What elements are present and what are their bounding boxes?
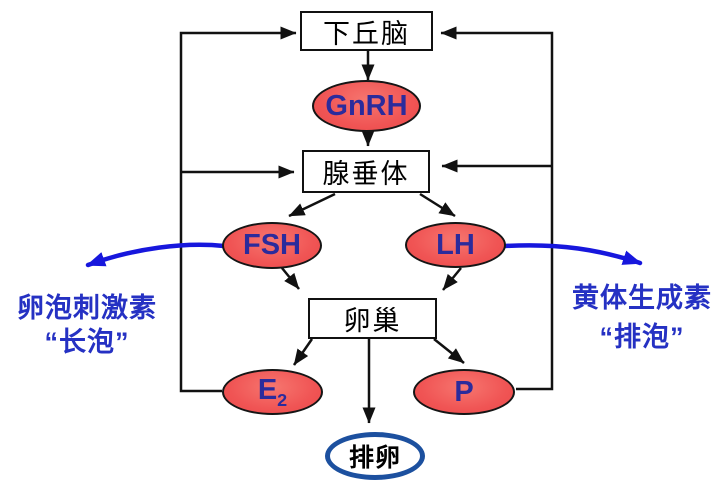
node-progesterone: P	[413, 369, 515, 415]
node-gnrh-label: GnRH	[325, 89, 408, 122]
node-ovulation: 排卵	[325, 432, 425, 480]
arrow-fsh-to-ovary	[281, 267, 300, 290]
blue-arrow-lh-function	[502, 243, 643, 266]
node-ovary: 卵巢	[308, 298, 437, 339]
node-lh-label: LH	[436, 228, 475, 261]
node-lh: LH	[405, 222, 506, 268]
node-fsh-label: FSH	[243, 229, 301, 261]
node-ovary-label: 卵巢	[343, 306, 402, 336]
node-pituitary: 腺垂体	[302, 150, 430, 193]
annotation-lh-effect: “排泡”	[599, 322, 685, 352]
node-fsh: FSH	[222, 222, 322, 269]
annotation-lh-name: 黄体生成素	[572, 283, 712, 313]
annotation-fsh-effect: “长泡”	[44, 327, 130, 357]
arrow-ovary-to-e2	[292, 338, 314, 366]
feedback-e2-to-hypothalamus	[179, 26, 297, 393]
node-pituitary-label: 腺垂体	[322, 159, 410, 189]
arrow-pituitary-to-fsh	[288, 192, 336, 218]
node-gnrh: GnRH	[312, 80, 421, 132]
arrow-ovary-to-p	[433, 338, 465, 364]
blue-arrow-fsh-function	[85, 242, 227, 268]
arrow-pituitary-to-lh	[419, 192, 456, 218]
node-hypothalamus-label: 下丘脑	[323, 18, 410, 49]
node-progesterone-label: P	[454, 375, 474, 408]
feedback-p-to-hypothalamus	[440, 26, 554, 391]
arrow-lh-to-ovary	[442, 267, 462, 291]
node-estradiol-label: E2	[257, 373, 288, 410]
node-hypothalamus: 下丘脑	[300, 11, 433, 51]
node-estradiol: E2	[222, 369, 323, 415]
annotation-fsh-name: 卵泡刺激素	[17, 293, 157, 323]
node-ovulation-label: 排卵	[348, 444, 401, 472]
